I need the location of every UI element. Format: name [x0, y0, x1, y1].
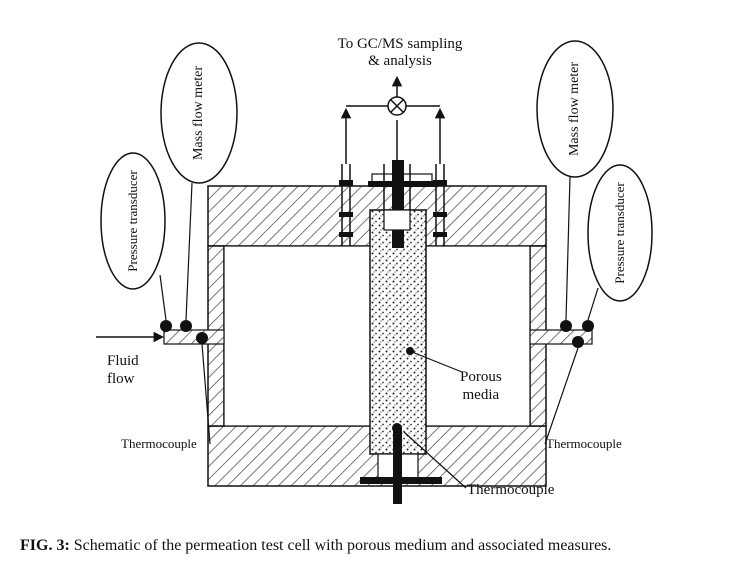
- left-pressure-transducer-oval: [100, 152, 166, 290]
- bottom-thermocouple-probe: [393, 428, 402, 504]
- sampling-manifold: [340, 75, 446, 164]
- top-fitting-bar: [368, 181, 436, 187]
- left-sensor-node-1: [160, 320, 172, 332]
- right-sensor-node-1: [560, 320, 572, 332]
- figure-caption-prefix: FIG. 3:: [20, 537, 70, 554]
- right-pressure-transducer-oval: [587, 164, 653, 302]
- left-mass-flow-meter-label: Mass flow meter: [191, 65, 206, 161]
- left-pressure-transducer-label: Pressure transducer: [125, 170, 140, 272]
- instrument-connections: [159, 176, 599, 489]
- right-mass-flow-meter-label: Mass flow meter: [567, 61, 582, 157]
- top-fitting-lower: [383, 209, 411, 231]
- right-pressure-transducer-label: Pressure transducer: [612, 182, 627, 284]
- porous-media-label: Porous media: [460, 369, 502, 403]
- right-sensor-node-3: [572, 336, 584, 348]
- top-thermocouple-probe: [392, 160, 404, 248]
- right-thermocouple-label: Thermocouple: [546, 436, 622, 451]
- tube-seals: [339, 180, 447, 237]
- bottom-thermocouple-label: Thermocouple: [467, 482, 555, 498]
- fluid-flow-label: Fluid flow: [107, 353, 139, 387]
- right-sensor-node-2: [582, 320, 594, 332]
- porous-media-pointer-dot: [406, 347, 414, 355]
- bottom-thermocouple-bar: [360, 477, 442, 484]
- left-inlet-port: [163, 329, 225, 345]
- bottom-thermocouple-tip: [392, 423, 402, 433]
- figure-caption: FIG. 3: Schematic of the permeation test…: [20, 537, 611, 555]
- left-sensor-node-2: [180, 320, 192, 332]
- left-thermocouple-label: Thermocouple: [121, 436, 197, 451]
- left-sensor-node-3: [196, 332, 208, 344]
- sampling-valve-icon: [387, 96, 407, 116]
- right-mass-flow-meter-oval: [536, 40, 614, 178]
- figure-caption-text: Schematic of the permeation test cell wi…: [69, 537, 612, 554]
- left-mass-flow-meter-oval: [160, 42, 238, 184]
- gcms-sampling-label: To GC/MS sampling & analysis: [337, 36, 463, 69]
